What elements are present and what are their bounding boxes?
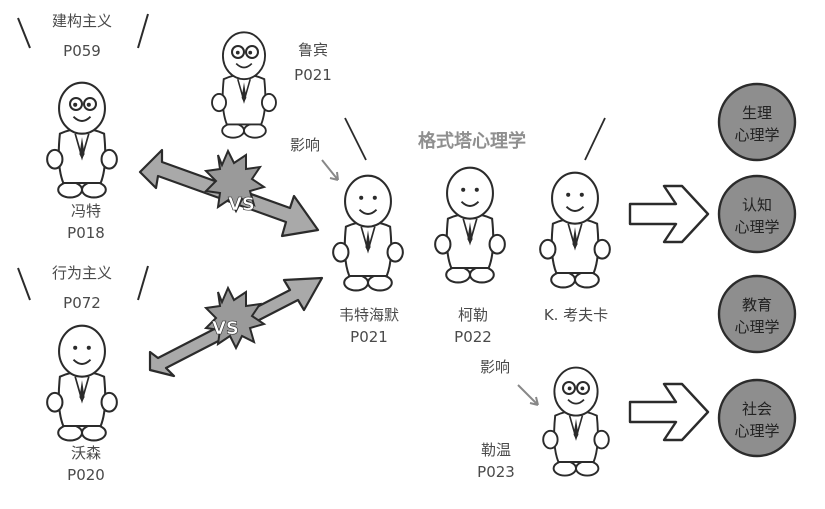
gestalt-title: 格式塔心理学 — [418, 130, 526, 152]
wundt-figure — [46, 81, 118, 199]
title-pointer-line — [584, 117, 606, 161]
svg-text:教育: 教育 — [742, 296, 772, 314]
arrow-to-fields-icon — [628, 184, 710, 244]
title-pointer-line — [344, 117, 367, 161]
influence-label: 影响 — [480, 358, 510, 376]
wundt-page: P018 — [67, 224, 105, 242]
behaviorism-page: P072 — [63, 294, 101, 312]
lewin-page: P023 — [477, 463, 515, 481]
vs-label: VS — [228, 194, 255, 215]
field-badge-physiological: 生理 心理学 — [717, 82, 797, 162]
svg-text:生理: 生理 — [742, 104, 772, 122]
kohler-page: P022 — [454, 328, 492, 346]
svg-text:心理学: 心理学 — [734, 422, 779, 440]
wertheimer-name: 韦特海默 — [339, 306, 399, 324]
influence-arrow-icon — [321, 159, 339, 181]
vs-arrow-bottom: VS — [148, 276, 324, 378]
field-badge-educational: 教育 心理学 — [717, 274, 797, 354]
svg-text:社会: 社会 — [742, 400, 772, 418]
constructivism-label: 建构主义 — [52, 12, 112, 30]
lubin-page: P021 — [294, 66, 332, 84]
svg-text:认知: 认知 — [742, 196, 772, 214]
vs-arrow-top: VS — [138, 148, 320, 238]
svg-text:心理学: 心理学 — [734, 126, 779, 144]
svg-text:心理学: 心理学 — [734, 318, 779, 336]
lewin-figure — [542, 366, 610, 477]
wertheimer-figure — [332, 174, 404, 292]
koffka-name: K. 考夫卡 — [544, 306, 608, 324]
influence-label: 影响 — [290, 136, 320, 154]
vs-label: VS — [212, 318, 239, 339]
svg-text:心理学: 心理学 — [734, 218, 779, 236]
bracket-line — [17, 267, 31, 301]
field-badge-social: 社会 心理学 — [717, 378, 797, 458]
kohler-figure — [434, 166, 506, 284]
behaviorism-label: 行为主义 — [52, 264, 112, 282]
glasses-decor — [69, 45, 590, 395]
bracket-line — [17, 17, 31, 49]
field-badge-cognitive: 认知 心理学 — [717, 174, 797, 254]
watson-name: 沃森 — [71, 444, 101, 462]
watson-page: P020 — [67, 466, 105, 484]
wertheimer-page: P021 — [350, 328, 388, 346]
arrow-to-fields-icon — [628, 382, 710, 442]
bracket-line — [137, 265, 149, 301]
koffka-figure — [539, 171, 611, 289]
lubin-name: 鲁宾 — [298, 41, 328, 59]
lubin-figure — [211, 31, 277, 139]
influence-arrow-icon — [517, 384, 539, 406]
watson-figure — [46, 324, 118, 442]
lewin-name: 勒温 — [481, 441, 511, 459]
kohler-name: 柯勒 — [458, 306, 488, 324]
constructivism-page: P059 — [63, 42, 101, 60]
bracket-line — [137, 13, 149, 49]
wundt-name: 冯特 — [71, 202, 101, 220]
